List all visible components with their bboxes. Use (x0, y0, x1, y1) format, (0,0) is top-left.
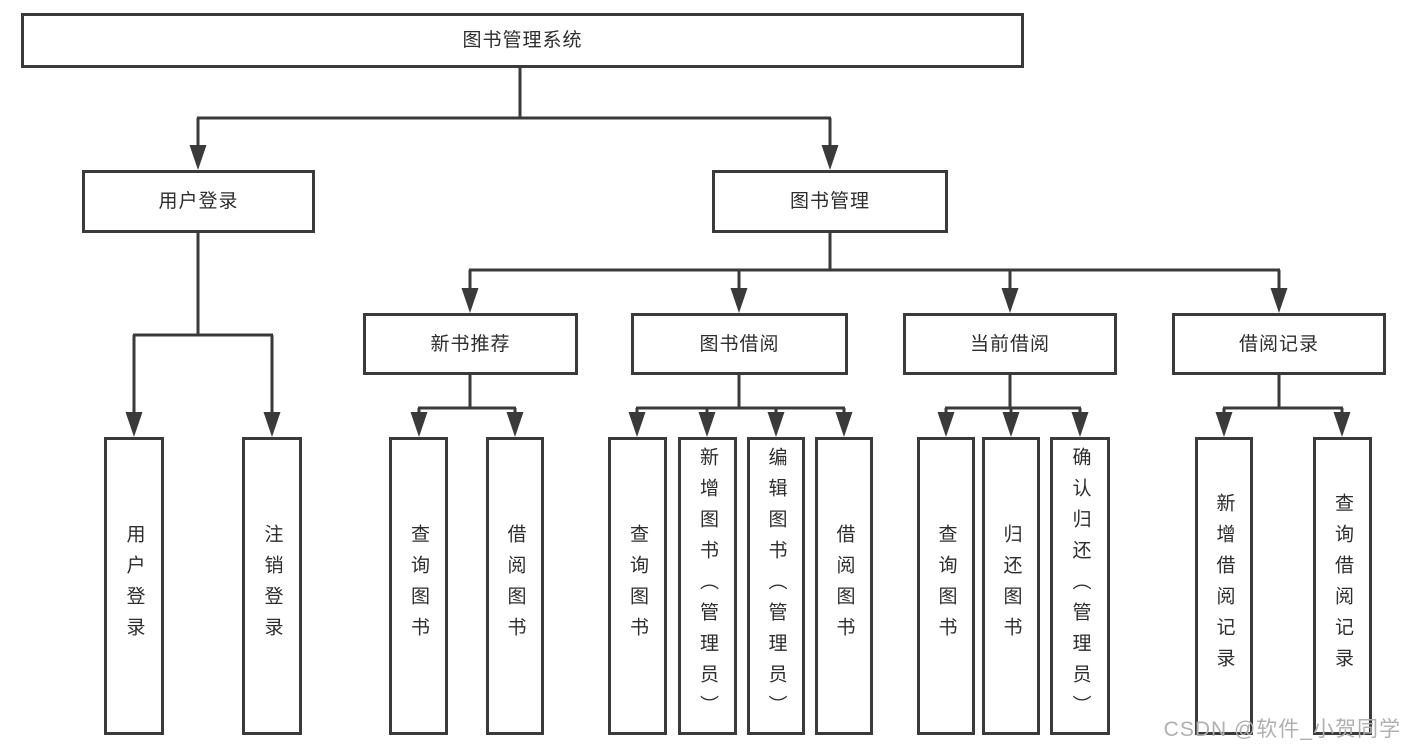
leaf-query-books-1: 查询图书 (389, 437, 448, 735)
leaf-confirm-return-admin: 确认归还（管理员） (1050, 437, 1110, 735)
node-current-borrowing: 当前借阅 (903, 313, 1117, 375)
node-borrowing-records: 借阅记录 (1172, 313, 1386, 375)
leaf-query-books-2: 查询图书 (608, 437, 667, 735)
leaf-borrow-books-2: 借阅图书 (815, 437, 873, 735)
node-book-borrowing: 图书借阅 (631, 313, 848, 375)
leaf-user-login: 用户登录 (104, 437, 164, 735)
node-user-login-branch: 用户登录 (82, 170, 315, 233)
leaf-query-borrow-record: 查询借阅记录 (1313, 437, 1372, 735)
csdn-watermark: CSDN @软件_小贺同学 (1163, 718, 1401, 741)
leaf-edit-book-admin: 编辑图书（管理员） (747, 437, 805, 735)
leaf-query-books-3: 查询图书 (917, 437, 975, 735)
leaf-add-book-admin: 新增图书（管理员） (678, 437, 737, 735)
leaf-borrow-books-1: 借阅图书 (486, 437, 544, 735)
node-root-library-system: 图书管理系统 (21, 13, 1024, 68)
leaf-logout: 注销登录 (242, 437, 302, 735)
leaf-return-book: 归还图书 (982, 437, 1040, 735)
leaf-add-borrow-record: 新增借阅记录 (1195, 437, 1253, 735)
node-new-book-recommend: 新书推荐 (363, 313, 578, 375)
node-book-management-branch: 图书管理 (712, 170, 948, 233)
